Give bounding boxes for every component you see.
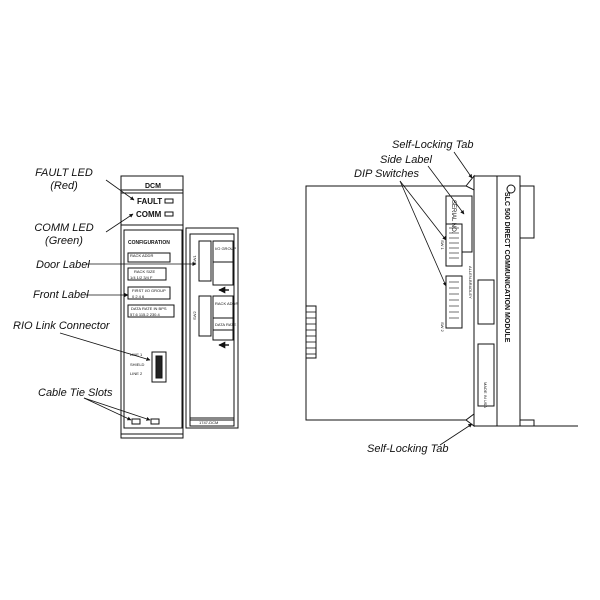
comm-led-callout: COMM LED: [34, 222, 93, 234]
vertical-title: SLC 500 DIRECT COMMUNICATION MODULE: [503, 192, 510, 343]
comm-led-color: (Green): [45, 235, 83, 247]
rio-link-callout: RIO Link Connector: [13, 320, 111, 332]
front-label-panel: [123, 229, 183, 429]
self-locking-tab: [465, 413, 475, 427]
cable-tie-slot: [131, 418, 141, 425]
door-sw1: [198, 240, 212, 282]
left-leaders: [59, 179, 197, 421]
door-part-label: 1747-DCM: [199, 420, 218, 425]
fault-led: [164, 198, 174, 204]
fault-label: FAULT: [137, 197, 162, 206]
rack-addr-label: RACK ADDR: [130, 253, 153, 258]
side-label-callout: Side Label: [380, 154, 433, 166]
line2-label: LINE 2: [130, 371, 143, 376]
module-title: DCM: [145, 183, 161, 190]
cable-tie-callout: Cable Tie Slots: [38, 387, 113, 399]
door-sw2-label: SW2: [192, 311, 197, 320]
rack-size-box: [127, 267, 167, 281]
front-module: [120, 175, 239, 439]
data-rate-box: [127, 304, 175, 318]
first-io-label: FIRST I/O GROUP: [132, 288, 166, 293]
rack-size-values: 1/4 1/2 3/4 F: [130, 275, 153, 280]
side-module: [305, 174, 578, 427]
door-sw1-label: SW1: [192, 255, 197, 264]
dip-switches-callout: DIP Switches: [354, 168, 420, 180]
data-rate-label: DATA RATE IN BPS: [131, 306, 167, 311]
rack-size-label: RACK SIZE: [134, 269, 155, 274]
edge-connector: [305, 305, 317, 359]
sw2-label: SW 2: [440, 322, 445, 333]
sw1-label: SW 1: [440, 240, 445, 251]
data-rate-values: 57.6 115.2 230.4: [130, 312, 161, 317]
allen-bradley-label: ALLEN-BRADLEY: [468, 266, 473, 299]
door-panel: [185, 227, 239, 429]
first-io-values: 0 2 4 6: [132, 294, 145, 299]
made-in-usa-label: MADE IN USA: [483, 382, 488, 408]
shield-label: SHIELD: [130, 362, 145, 367]
ab-logo: [506, 184, 516, 194]
fault-led-color: (Red): [50, 180, 78, 192]
self-locking-tab-bottom-callout: Self-Locking Tab: [367, 443, 449, 455]
configuration-label: CONFIGURATION: [128, 240, 170, 246]
back-plate: [519, 185, 535, 239]
fault-led-callout: FAULT LED: [35, 167, 93, 179]
dip-switch-sw1: [445, 223, 463, 267]
rack-addr-box: [127, 252, 171, 263]
door-label-callout: Door Label: [36, 259, 90, 271]
self-locking-tab-top-callout: Self-Locking Tab: [392, 139, 474, 151]
door-sw2: [198, 295, 212, 337]
left-callouts: FAULT LED (Red) COMM LED (Green) Door La…: [13, 167, 113, 399]
right-callouts: Self-Locking Tab Side Label DIP Switches…: [354, 139, 474, 455]
door-rack-addr-label: RACK ADDR: [215, 301, 238, 306]
self-locking-tab: [465, 174, 475, 191]
front-label-callout: Front Label: [33, 289, 89, 301]
serial-no-label: SERIAL NO.: [450, 200, 456, 234]
right-leaders: [399, 151, 473, 446]
side-module-text: SLC 500 DIRECT COMMUNICATION MODULE SERI…: [440, 192, 510, 408]
door-io-group-label: I/O GROUP: [215, 246, 236, 251]
comm-label: COMM: [136, 210, 162, 219]
front-module-header: [120, 175, 184, 191]
comm-led: [164, 211, 174, 217]
line1-label: LINE 1: [130, 352, 143, 357]
door-data-rate-label: DATA RATE: [215, 322, 237, 327]
dip-switch-sw2: [445, 275, 463, 329]
front-module-text: DCM FAULT COMM CONFIGURATION RACK ADDR R…: [128, 183, 238, 425]
cable-tie-slot: [150, 418, 160, 425]
